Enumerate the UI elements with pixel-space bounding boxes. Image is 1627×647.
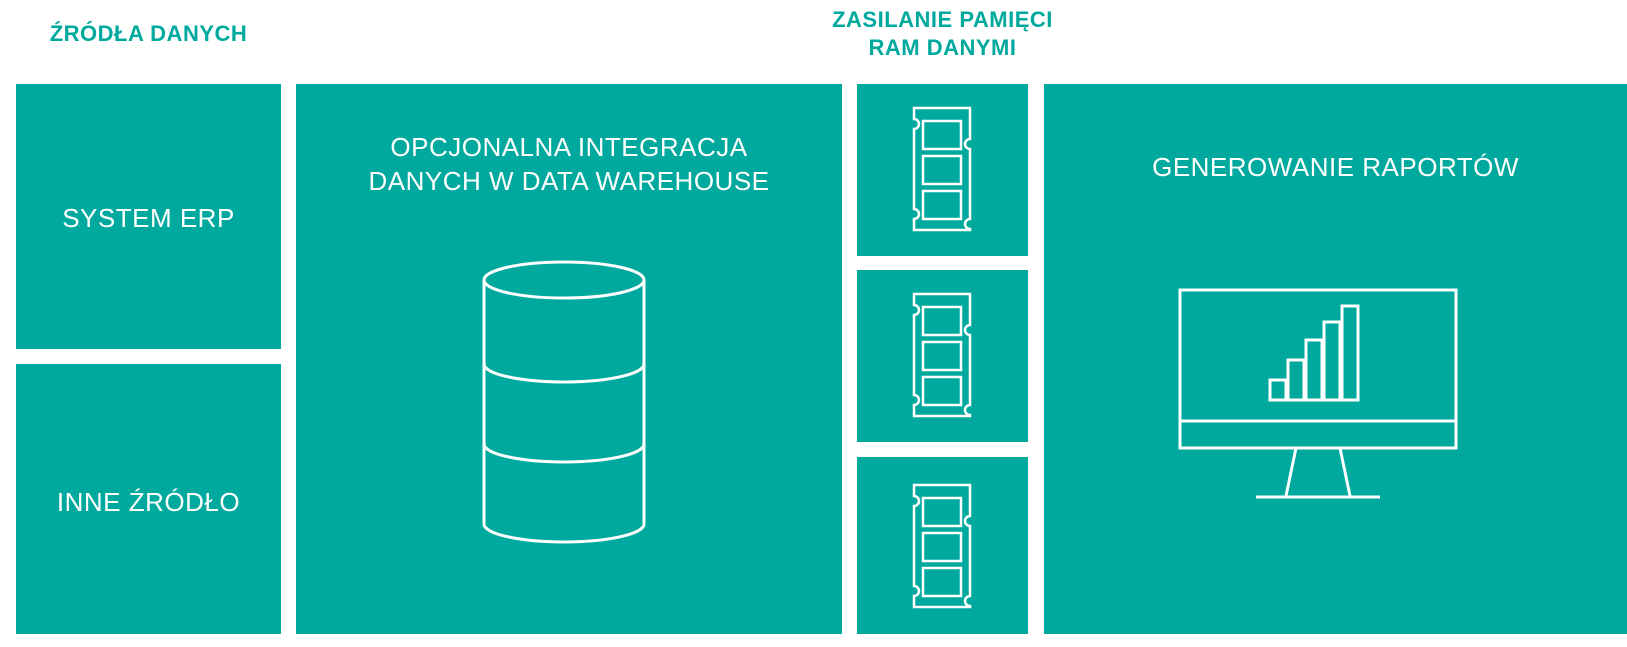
ram-tile-1 (857, 84, 1028, 256)
other-source-label: INNE ŹRÓDŁO (56, 487, 241, 517)
data-warehouse-tile: OPCJONALNA INTEGRACJA DANYCH W DATA WARE… (296, 84, 842, 634)
reporting-tile: GENEROWANIE RAPORTÓW (1044, 84, 1627, 634)
ram-feed-heading: ZASILANIE PAMIĘCI RAM DANYMI (815, 6, 1070, 62)
ram-tile-3 (857, 457, 1028, 634)
data-warehouse-label-line-2: DANYCH W DATA WAREHOUSE (368, 166, 770, 196)
reporting-label: GENEROWANIE RAPORTÓW (1152, 152, 1519, 182)
data-warehouse-label: OPCJONALNA INTEGRACJA DANYCH W DATA WARE… (296, 130, 842, 198)
data-warehouse-label-line-1: OPCJONALNA INTEGRACJA (390, 132, 748, 162)
ram-module-icon (912, 483, 972, 609)
monitor-chart-icon (1178, 288, 1458, 499)
other-source-tile: INNE ŹRÓDŁO (16, 364, 281, 634)
erp-system-tile: SYSTEM ERP (16, 84, 281, 349)
ram-tile-2 (857, 270, 1028, 442)
ram-feed-heading-line-2: RAM DANYMI (868, 35, 1017, 60)
ram-module-icon (912, 292, 972, 418)
ram-module-icon (912, 106, 972, 232)
database-icon (482, 260, 646, 544)
ram-feed-heading-line-1: ZASILANIE PAMIĘCI (832, 7, 1053, 32)
data-sources-heading: ŹRÓDŁA DANYCH (49, 21, 248, 46)
erp-system-label: SYSTEM ERP (62, 203, 235, 233)
